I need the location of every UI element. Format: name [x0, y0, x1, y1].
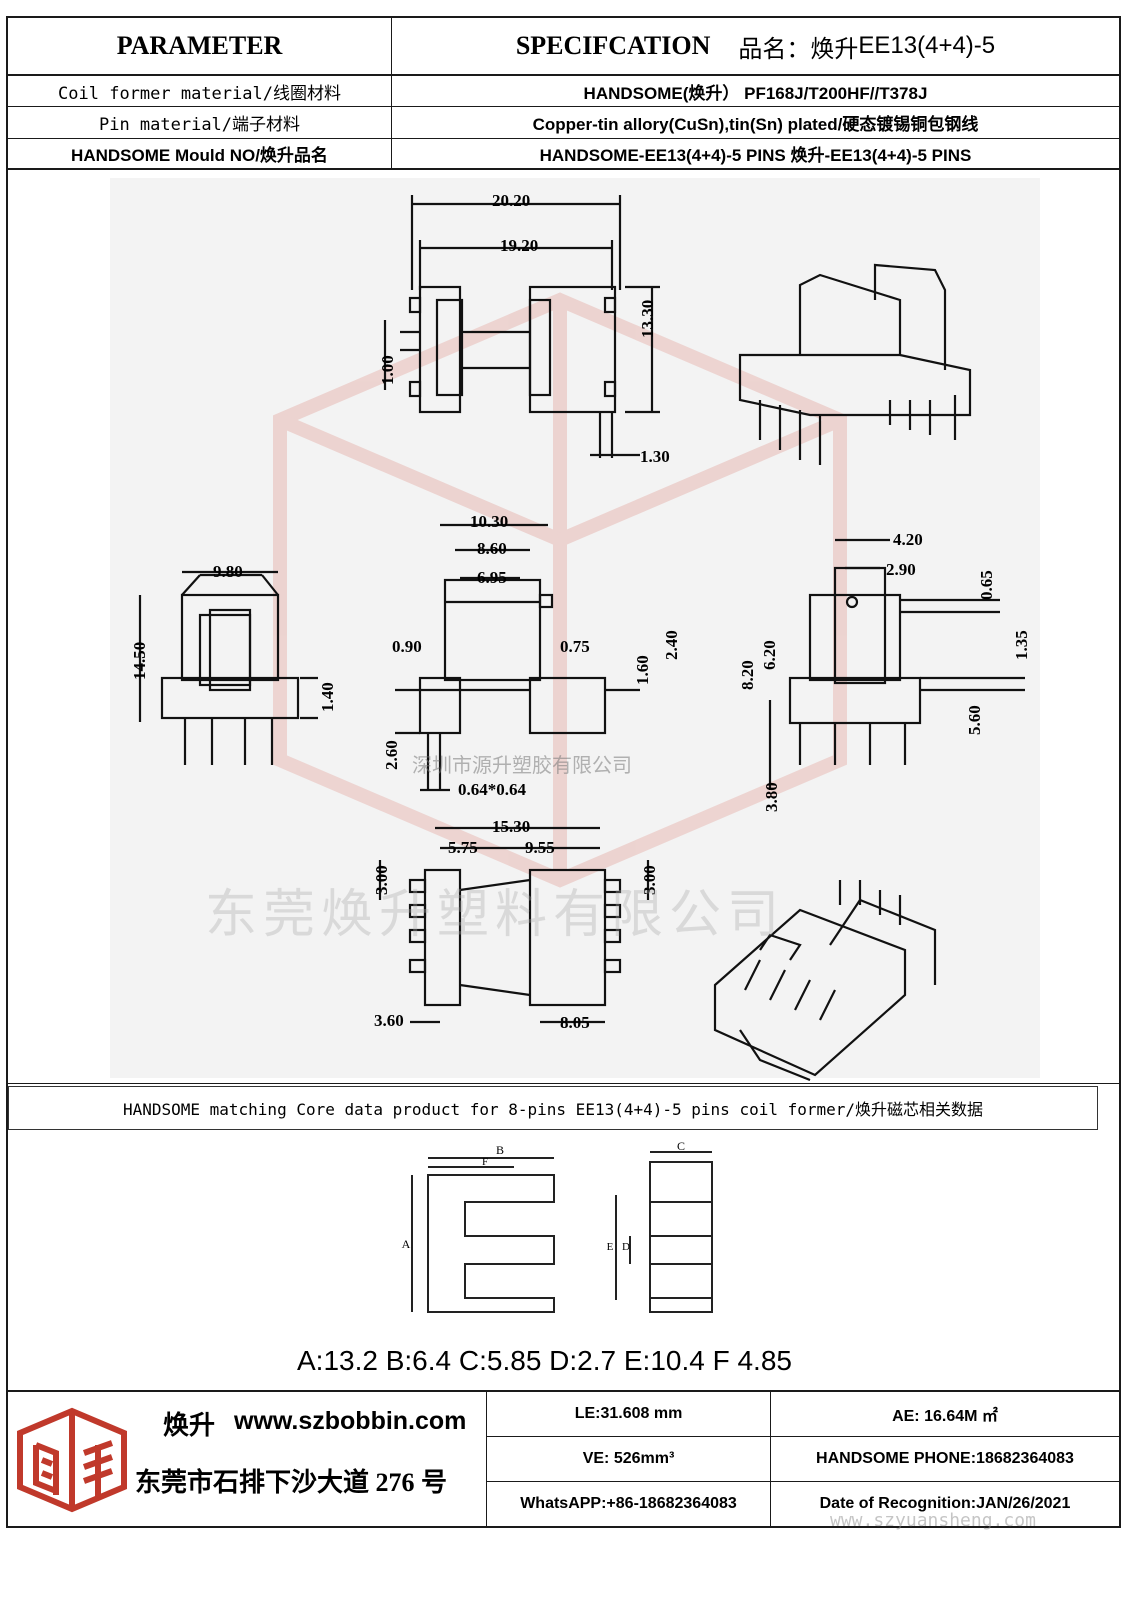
dim-8-05: 8.05 [560, 1013, 590, 1032]
dim-1-40: 1.40 [318, 682, 337, 712]
dim-3-80: 3.80 [762, 782, 781, 812]
dim-13-30: 13.30 [638, 299, 657, 338]
core-letter-b: B [496, 1143, 504, 1157]
logo-watermark [273, 292, 847, 888]
footer-ve: VE: 526mm³ [582, 1450, 675, 1467]
spec-label: SPECIFCATION [515, 31, 711, 60]
dim-0-64x0-64: 0.64*0.64 [458, 780, 526, 799]
dim-1-30: 1.30 [640, 447, 670, 466]
dim-1-00: 1.00 [378, 355, 397, 385]
param-coil-material: Coil former material/线圈材料 [58, 83, 341, 104]
dim-3-60: 3.60 [374, 1011, 404, 1030]
specification-header: SPECIFCATION 品名：焕升 EE13(4+4)-5 [392, 18, 1119, 74]
dim-2-60: 2.60 [382, 740, 401, 770]
dim-8-20: 8.20 [738, 660, 757, 690]
dim-9-80: 9.80 [213, 562, 243, 581]
footer-ae: AE: 16.64M ㎡ [892, 1408, 998, 1425]
dim-20-20: 20.20 [492, 191, 531, 210]
value-coil-material: HANDSOME(焕升） PF168J/T200HF//T378J [583, 83, 928, 103]
watermark-cn-2: 东莞焕升塑料有限公司 [205, 885, 786, 945]
dim-9-55: 9.55 [525, 838, 555, 857]
core-letter-f: F [482, 1156, 488, 1168]
dim-8-60: 8.60 [477, 539, 507, 558]
technical-drawing [138, 195, 1025, 1082]
dim-6-95: 6.95 [477, 568, 507, 587]
core-letter-c: C [677, 1140, 685, 1153]
dim-10-30: 10.30 [470, 512, 509, 531]
core-letter-e: E [607, 1241, 614, 1253]
dim-6-20: 6.20 [760, 640, 779, 670]
dim-19-20: 19.20 [500, 236, 539, 255]
dim-5-75: 5.75 [448, 838, 478, 857]
dim-1-35: 1.35 [1012, 630, 1031, 660]
dim-0-65: 0.65 [977, 570, 996, 600]
core-values: A:13.2 B:6.4 C:5.85 D:2.7 E:10.4 F 4.85 [297, 1345, 792, 1376]
product-name-prefix: 品名：焕升 [738, 34, 859, 63]
core-letter-a: A [402, 1237, 411, 1251]
dim-5-60: 5.60 [965, 705, 984, 735]
footer-brand: 焕升 [163, 1411, 216, 1440]
dim-1-60: 1.60 [633, 655, 652, 685]
value-pin-material: Copper-tin allory(CuSn),tin(Sn) plated/硬… [532, 115, 979, 134]
dim-14-50: 14.50 [130, 641, 149, 680]
dim-4-20: 4.20 [893, 530, 923, 549]
value-mould-no: HANDSOME-EE13(4+4)-5 PINS 焕升-EE13(4+4)-5… [539, 146, 972, 165]
dim-2-40: 2.40 [662, 630, 681, 660]
param-mould-no: HANDSOME Mould NO/焕升品名 [71, 146, 328, 165]
core-section-title: HANDSOME matching Core data product for … [122, 1100, 984, 1119]
core-letter-d: D [622, 1241, 630, 1253]
parameter-header: PARAMETER [116, 31, 283, 60]
watermark-url: www.szyuansheng.com [830, 1510, 1036, 1531]
dim-15-30: 15.30 [492, 817, 531, 836]
footer-date: Date of Recognition:JAN/26/2021 [819, 1495, 1071, 1512]
core-diagram: B F C A E D [402, 1140, 713, 1313]
company-logo [17, 1407, 127, 1513]
dim-0-75: 0.75 [560, 637, 590, 656]
footer-le: LE:31.608 mm [574, 1405, 683, 1422]
product-name: EE13(4+4)-5 [858, 32, 996, 59]
param-pin-material: Pin material/端子材料 [98, 115, 301, 135]
footer-phone: HANDSOME PHONE:18682364083 [816, 1450, 1074, 1467]
footer-website[interactable]: www.szbobbin.com [234, 1407, 467, 1435]
dim-2-90: 2.90 [886, 560, 916, 579]
core-section-title-box: HANDSOME matching Core data product for … [8, 1086, 1098, 1130]
watermark-cn-1: 深圳市源升塑胶有限公司 [412, 753, 632, 777]
footer-address: 东莞市石排下沙大道 276 号 [135, 1468, 448, 1497]
footer-whatsapp: WhatsAPP:+86-18682364083 [520, 1495, 737, 1512]
dim-0-90: 0.90 [392, 637, 422, 656]
